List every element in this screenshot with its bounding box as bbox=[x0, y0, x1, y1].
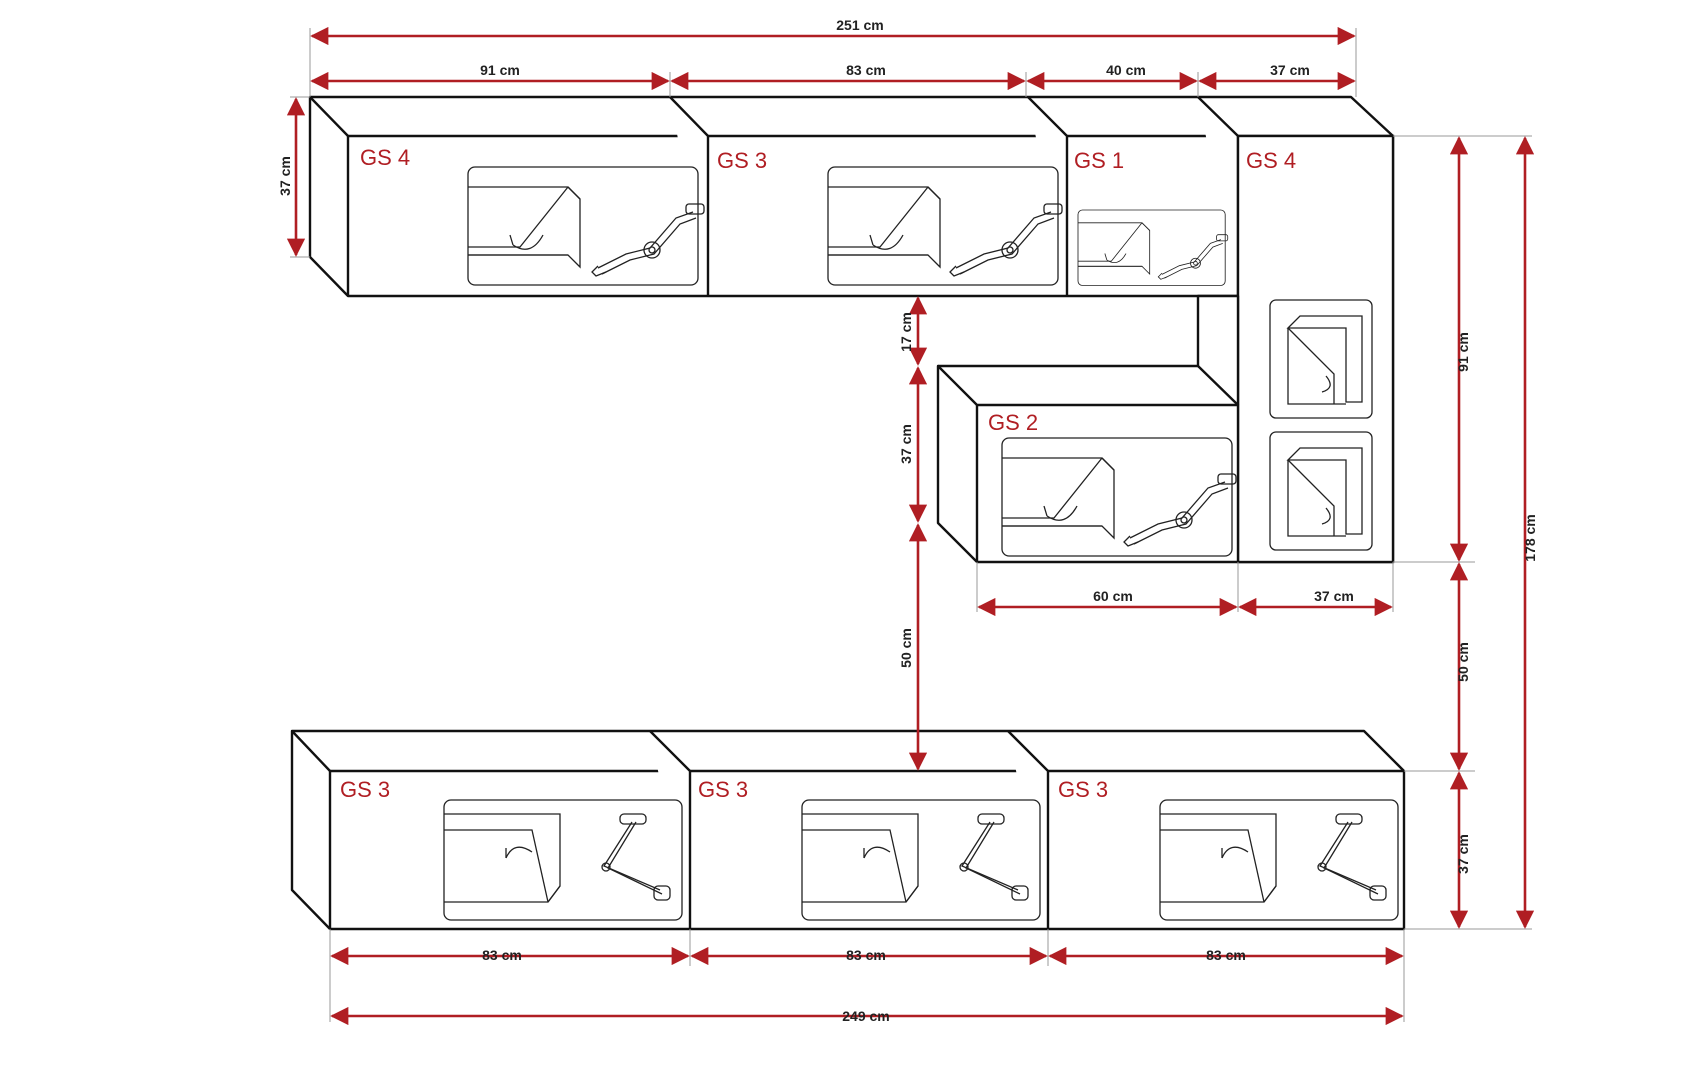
dim-right-gap: 50 cm bbox=[1455, 642, 1471, 682]
dim-gap-mid-bottom: 50 cm bbox=[898, 628, 914, 668]
dim-tall-width: 37 cm bbox=[1314, 588, 1354, 604]
dim-mid-height: 37 cm bbox=[898, 424, 914, 464]
dim-bottom-seg-2: 83 cm bbox=[846, 947, 886, 963]
cabinet-label-bottom-1: GS 3 bbox=[340, 777, 390, 802]
extension-lines bbox=[290, 28, 1532, 1022]
cabinet-label-mid: GS 2 bbox=[988, 410, 1038, 435]
mid-wall-cabinet bbox=[936, 294, 1240, 564]
dim-bottom-height: 37 cm bbox=[1455, 834, 1471, 874]
dim-top-seg-3: 40 cm bbox=[1106, 62, 1146, 78]
dim-top-seg-2: 83 cm bbox=[846, 62, 886, 78]
dimension-lines bbox=[286, 26, 1535, 1026]
dim-mid-width: 60 cm bbox=[1093, 588, 1133, 604]
dim-total-height: 178 cm bbox=[1522, 514, 1538, 561]
cabinet-label-top-1: GS 4 bbox=[360, 145, 410, 170]
top-wall-cabinets bbox=[308, 95, 1395, 564]
dim-left-depth: 37 cm bbox=[277, 156, 293, 196]
dim-gap-top-mid: 17 cm bbox=[898, 312, 914, 352]
dimension-labels: 251 cm 91 cm 83 cm 40 cm 37 cm 37 cm 17 … bbox=[277, 16, 1538, 1024]
cabinet-label-top-2: GS 3 bbox=[717, 148, 767, 173]
dim-bottom-total: 249 cm bbox=[842, 1008, 889, 1024]
dim-top-seg-1: 91 cm bbox=[480, 62, 520, 78]
cabinet-label-tall: GS 4 bbox=[1246, 148, 1296, 173]
dim-tall-height: 91 cm bbox=[1455, 332, 1471, 372]
dim-bottom-seg-1: 83 cm bbox=[482, 947, 522, 963]
dim-top-total: 251 cm bbox=[836, 17, 883, 33]
cabinet-label-bottom-2: GS 3 bbox=[698, 777, 748, 802]
dim-bottom-seg-3: 83 cm bbox=[1206, 947, 1246, 963]
cabinet-label-bottom-3: GS 3 bbox=[1058, 777, 1108, 802]
dim-top-seg-4: 37 cm bbox=[1270, 62, 1310, 78]
cabinet-label-top-3: GS 1 bbox=[1074, 148, 1124, 173]
